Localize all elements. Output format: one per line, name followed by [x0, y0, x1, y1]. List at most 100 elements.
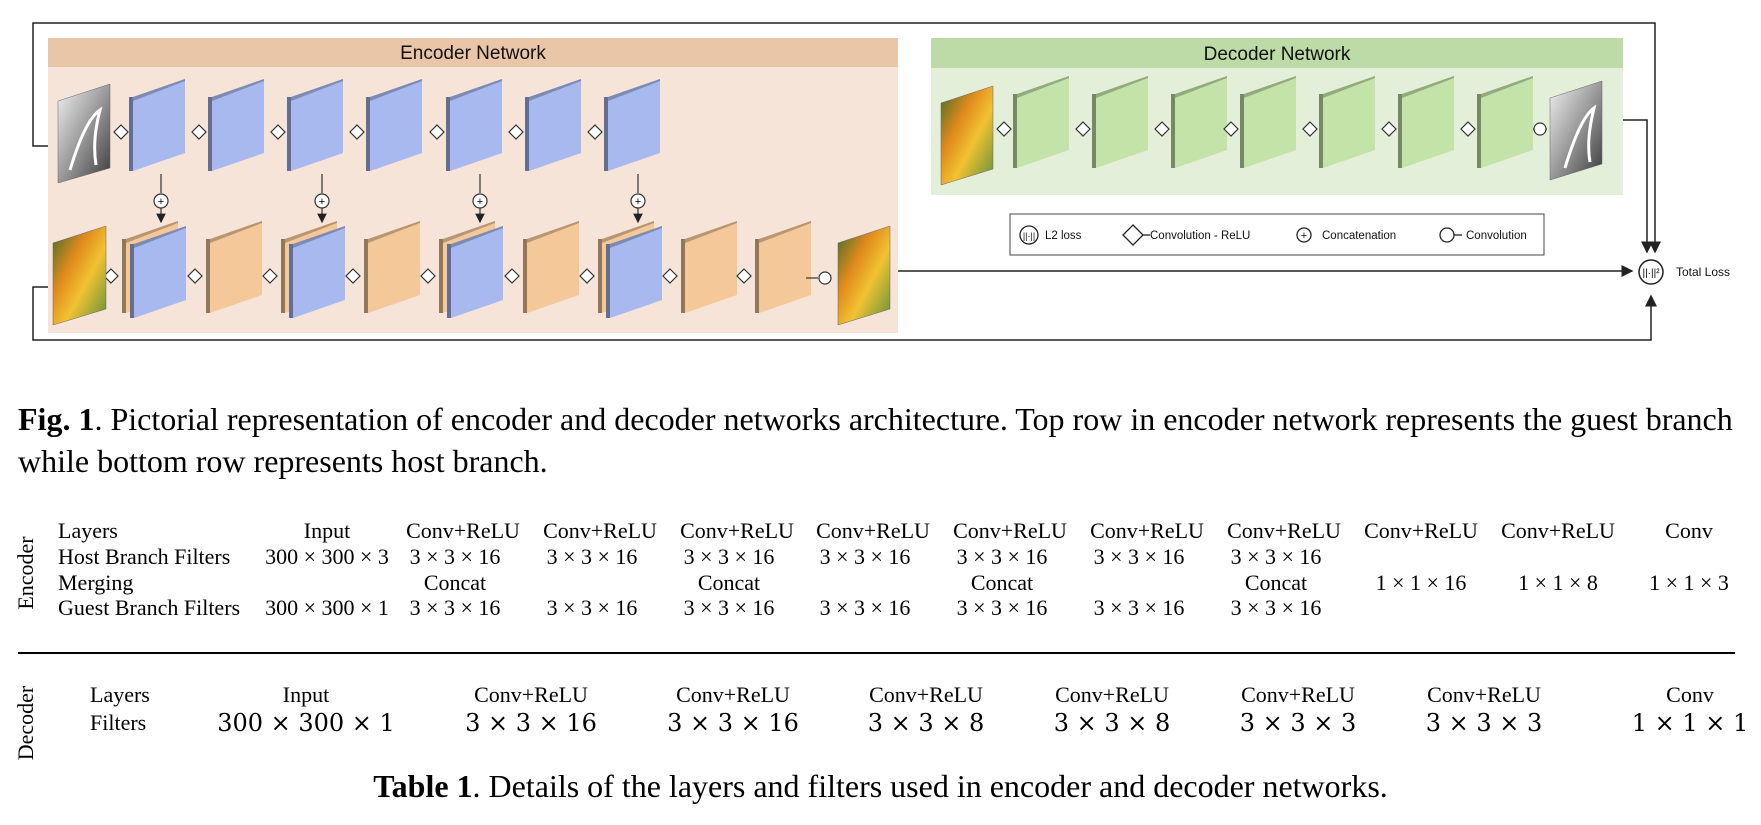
guest-conv-block-depth	[208, 97, 212, 171]
encoder-cell-guest: 3 × 3 × 16	[546, 595, 638, 620]
guest-conv-block-edge	[291, 79, 343, 101]
host-conv-block-edge	[368, 221, 420, 243]
feedback-lines	[32, 22, 1661, 341]
decoder-cell-filters: 3 × 3 × 8	[1053, 709, 1171, 737]
guest-conv-block-depth	[446, 97, 450, 171]
svg-text:||·||²: ||·||²	[1642, 268, 1660, 279]
encoder-cell-layer: Conv+ReLU	[406, 518, 520, 543]
conv-relu-node	[579, 268, 595, 284]
conv-relu-node	[262, 268, 278, 284]
decoder-conv-block-edge	[1244, 76, 1296, 98]
svg-text:||·||: ||·||	[1023, 231, 1035, 241]
decoder-conv-block	[1323, 76, 1375, 168]
concat-guest-block	[610, 226, 662, 318]
legend-l2-label: L2 loss	[1045, 230, 1082, 242]
figure-caption-text: . Pictorial representation of encoder an…	[18, 401, 1733, 479]
decoder-cell-layer: Conv+ReLU	[1055, 682, 1169, 707]
legend-conv-label: Convolution	[1466, 230, 1527, 242]
encoder-cell-merge: 1 × 1 × 16	[1375, 570, 1467, 595]
decoder-conv-block	[1402, 76, 1454, 168]
encoder-cell-layer: Conv	[1665, 518, 1713, 543]
encoder-cell-merge: Concat	[970, 570, 1034, 595]
decoder-cell-filters: 1 × 1 × 1	[1631, 709, 1749, 737]
encoder-cell-host: 3 × 3 × 16	[683, 544, 775, 569]
decoder-conv-block-edge	[1175, 76, 1227, 98]
svg-text:+: +	[1301, 230, 1307, 242]
decoder-conv-block	[1244, 76, 1296, 168]
host-conv-block	[759, 221, 811, 313]
guest-conv-block	[450, 79, 502, 171]
encoder-cell-merge: 1 × 1 × 3	[1649, 570, 1729, 595]
conv-relu-node	[1460, 121, 1476, 137]
encoder-cell-layer: Conv+ReLU	[543, 518, 657, 543]
decoder-cell-filters: 300 × 300 × 1	[217, 709, 395, 737]
conv-relu-node	[1154, 121, 1170, 137]
host-conv-block	[210, 221, 262, 313]
conv-relu-node	[587, 124, 603, 140]
guest-conv-block	[608, 79, 660, 171]
figure-caption: Fig. 1. Pictorial representation of enco…	[18, 398, 1743, 482]
encoder-cell-host: 3 × 3 × 16	[546, 544, 638, 569]
encoder-cell-layer: Conv+ReLU	[1364, 518, 1478, 543]
conv-relu-node	[1223, 121, 1239, 137]
legend-concat-label: Concatenation	[1322, 230, 1396, 242]
concat-host-block-depth	[439, 239, 443, 313]
l2-loss-icon	[1019, 225, 1039, 245]
decoder-conv-block	[1481, 76, 1533, 168]
decoder-cell-layer: Conv+ReLU	[1241, 682, 1355, 707]
conv-relu-node	[103, 268, 119, 284]
decoder-conv-block-depth	[1092, 94, 1096, 168]
conv-relu-node	[1302, 121, 1318, 137]
total-loss-node: ||·||²	[1638, 259, 1664, 285]
concat-icon	[1296, 227, 1312, 243]
encoder-cell-host: 3 × 3 × 16	[819, 544, 911, 569]
decoder-conv-block-edge	[1017, 76, 1069, 98]
conv-relu-node	[191, 124, 207, 140]
conv-relu-node	[429, 124, 445, 140]
host-conv-block-depth	[364, 239, 368, 313]
encoder-cell-guest: 3 × 3 × 16	[819, 595, 911, 620]
conv-relu-node	[1075, 121, 1091, 137]
encoder-cell-merge: Concat	[1244, 570, 1308, 595]
host-conv-block-edge	[685, 221, 737, 243]
encoder-title: Encoder Network	[400, 43, 546, 64]
decoder-row-label: Layers	[90, 682, 150, 707]
decoder-conv-block-depth	[1477, 94, 1481, 168]
conv-node	[818, 271, 832, 285]
concat-host-block-edge	[602, 221, 654, 243]
conv-relu-node	[349, 124, 365, 140]
decoder-cell-filters: 3 × 3 × 3	[1425, 709, 1543, 737]
table-caption: Table 1. Details of the layers and filte…	[0, 768, 1761, 805]
guest-input-image	[57, 83, 111, 184]
host-conv-block-edge	[759, 221, 811, 243]
decoder-conv-block-depth	[1171, 94, 1175, 168]
guest-conv-block-edge	[212, 79, 264, 101]
encoder-cell-merge: Concat	[423, 570, 487, 595]
encoder-header	[48, 38, 898, 67]
conv-icon	[1439, 227, 1455, 243]
conv-relu-node	[270, 124, 286, 140]
host-conv-block-depth	[681, 239, 685, 313]
encoder-cell-layer: Conv+ReLU	[953, 518, 1067, 543]
figure-caption-label: Fig. 1	[18, 401, 95, 437]
decoder-cell-filters: 3 × 3 × 3	[1239, 709, 1357, 737]
concat-host-block-depth	[598, 239, 602, 313]
concat-guest-block-edge	[293, 226, 345, 248]
encoder-cell-host: 3 × 3 × 16	[1093, 544, 1185, 569]
decoder-header	[931, 38, 1623, 68]
decoder-cell-filters: 3 × 3 × 16	[465, 709, 597, 737]
decoder-conv-block-depth	[1240, 94, 1244, 168]
decoder-conv-block-depth	[1398, 94, 1402, 168]
decoder-cell-filters: 3 × 3 × 8	[867, 709, 985, 737]
host-conv-block-depth	[755, 239, 759, 313]
host-conv-block	[527, 221, 579, 313]
guest-conv-block	[370, 79, 422, 171]
concat-guest-block	[134, 226, 186, 318]
concat-guest-block-edge	[451, 226, 503, 248]
guest-conv-block-depth	[287, 97, 291, 171]
concat-host-block-edge	[285, 221, 337, 243]
conv-relu-node	[1381, 121, 1397, 137]
decoder-conv-block-depth	[1319, 94, 1323, 168]
decoder-conv-block-edge	[1402, 76, 1454, 98]
encoder-cell-layer: Input	[303, 518, 351, 543]
